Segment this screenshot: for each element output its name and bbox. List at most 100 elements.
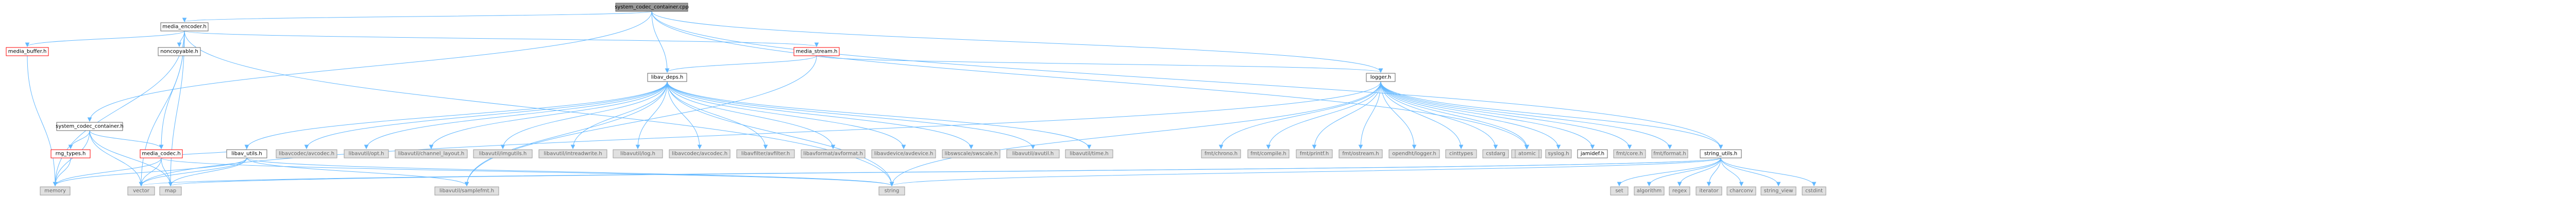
edge-arrowhead	[1811, 182, 1817, 187]
node-label: set	[1615, 188, 1623, 194]
node-label: memory	[44, 188, 66, 194]
edge-arrowhead	[182, 18, 187, 23]
edge-logger-h-to-fmt-ostream	[1360, 81, 1381, 149]
node-box	[1726, 186, 1756, 196]
node-media-codec-h[interactable]: media_codec.h	[140, 149, 183, 158]
node-box	[1802, 186, 1826, 196]
edge-arrowhead	[1706, 182, 1711, 187]
edge-arrowhead	[570, 145, 575, 150]
node-system-codec-container-h[interactable]: system_codec_container.h	[56, 122, 124, 131]
edge-arrowhead	[665, 68, 670, 73]
node-label: syslog.h	[1548, 151, 1569, 157]
edge-libav-deps-h-to-opt	[366, 81, 668, 149]
edge-arrowhead	[429, 145, 434, 150]
node-box	[140, 149, 183, 158]
edge-libav-utils-h-to-samplefmt	[246, 157, 467, 186]
node-box	[613, 149, 663, 158]
edge-logger-h-to-cinttypes	[1380, 81, 1462, 149]
node-syslog-h: syslog.h	[1545, 149, 1572, 158]
edge-libav-deps-h-to-avfilter	[667, 81, 766, 149]
edge-system-codec-container-h-to-map	[89, 130, 171, 186]
edge-system-codec-container-cpp-to-iostream	[651, 11, 1527, 149]
edge-logger-h-to-cstdarg	[1380, 81, 1496, 149]
edge-system-codec-container-cpp-to-system-codec-container-h	[89, 11, 652, 122]
edge-libav-deps-h-to-samplefmt	[466, 81, 668, 186]
node-libavutil-channel-layout-h: libavutil/channel_layout.h	[395, 149, 468, 158]
node-label: libswscale/swscale.h	[944, 151, 997, 157]
node-libav-utils-h[interactable]: libav_utils.h	[226, 149, 267, 158]
node-label: cinttypes	[1449, 151, 1473, 157]
edge-libav-deps-h-to-swscale	[667, 81, 972, 149]
node-media-stream-h[interactable]: media_stream.h	[793, 47, 840, 56]
node-string-utils-h[interactable]: string_utils.h	[1700, 149, 1742, 158]
edge-string-utils-h-to-string	[891, 157, 1721, 186]
node-libswscale-swscale-h: libswscale/swscale.h	[942, 149, 1001, 158]
edge-system-codec-container-cpp-to-media-encoder-h	[184, 11, 652, 22]
edge-arrowhead	[87, 117, 92, 122]
node-box	[669, 149, 731, 158]
edge-arrowhead	[1378, 68, 1383, 73]
node-label: libavutil/imgutils.h	[479, 151, 527, 157]
node-label: libavdevice/avdevice.h	[874, 151, 934, 157]
node-label: libavcodec/avcodec.h	[279, 151, 334, 157]
edge-libav-deps-h-to-avcodec	[306, 81, 668, 149]
node-label: libav_utils.h	[231, 151, 262, 157]
node-regex: regex	[1669, 186, 1690, 196]
edge-libav-deps-h-to-imgutils	[502, 81, 668, 149]
edge-arrowhead	[1590, 145, 1595, 150]
edge-arrowhead	[1412, 145, 1417, 150]
node-box	[1545, 149, 1572, 158]
edge-logger-h-to-fmt-compile	[1268, 81, 1381, 149]
node-system-codec-container-cpp[interactable]: system_codec_container.cpp	[615, 3, 689, 12]
edge-arrowhead	[68, 145, 73, 150]
node-cstdarg: cstdarg	[1482, 149, 1509, 158]
node-libav-deps-h[interactable]: libav_deps.h	[647, 73, 687, 82]
node-box	[1613, 149, 1646, 158]
node-label: atomic	[1518, 151, 1536, 157]
node-box	[1201, 149, 1241, 158]
node-media-buffer-h[interactable]: media_buffer.h	[6, 47, 49, 56]
node-libavutil-intreadwrite-h: libavutil/intreadwrite.h	[538, 149, 607, 158]
edge-system-codec-container-cpp-to-libav-deps-h	[651, 11, 668, 73]
edges-layer	[25, 11, 1817, 187]
edge-system-codec-container-h-to-rng-types-h	[70, 130, 90, 149]
node-label: string	[885, 188, 900, 194]
node-libavfilter-avfilter-h: libavfilter/avfilter.h	[736, 149, 795, 158]
node-media-encoder-h[interactable]: media_encoder.h	[160, 22, 209, 31]
edge-libav-deps-h-to-log	[637, 81, 668, 149]
edge-media-stream-h-to-samplefmt	[466, 55, 817, 186]
node-box	[50, 149, 91, 158]
edge-arrowhead	[464, 182, 469, 187]
edge-logger-h-to-atomic	[1380, 81, 1528, 149]
edge-logger-h-to-jamidefs	[1380, 81, 1593, 149]
edge-libav-utils-h-to-memory	[55, 157, 247, 186]
node-libavutil-log-h: libavutil/log.h	[613, 149, 663, 158]
edge-libav-deps-h-to-avdevice	[667, 81, 904, 149]
edge-arrowhead	[635, 145, 640, 150]
node-label: opendht/logger.h	[1392, 151, 1436, 157]
node-label: media_stream.h	[796, 49, 838, 55]
node-set: set	[1610, 186, 1629, 196]
edge-arrowhead	[1459, 145, 1464, 150]
edge-arrowhead	[763, 145, 768, 150]
node-label: logger.h	[1370, 75, 1391, 81]
node-label: cstdarg	[1486, 151, 1505, 157]
node-noncopyable-h[interactable]: noncopyable.h	[158, 47, 201, 56]
node-jamidef-h[interactable]: jamidef.h	[1577, 149, 1608, 158]
edge-libav-deps-h-to-codec-avcodec	[667, 81, 700, 149]
edge-arrowhead	[1718, 145, 1723, 150]
node-label: string_utils.h	[1704, 151, 1737, 157]
node-box	[1651, 149, 1688, 158]
node-label: libavutil/channel_layout.h	[398, 151, 464, 157]
node-fmt-printf-h: fmt/printf.h	[1296, 149, 1333, 158]
node-box	[1696, 186, 1722, 196]
node-rng-types-h[interactable]: rng_types.h	[50, 149, 91, 158]
node-box	[1760, 186, 1797, 196]
node-box	[615, 3, 688, 12]
node-fmt-core-h: fmt/core.h	[1613, 149, 1646, 158]
edge-libav-deps-h-to-time	[667, 81, 1090, 149]
node-logger-h[interactable]: logger.h	[1366, 73, 1396, 82]
node-box	[1634, 186, 1665, 196]
edge-libav-utils-h-to-string	[246, 157, 892, 186]
